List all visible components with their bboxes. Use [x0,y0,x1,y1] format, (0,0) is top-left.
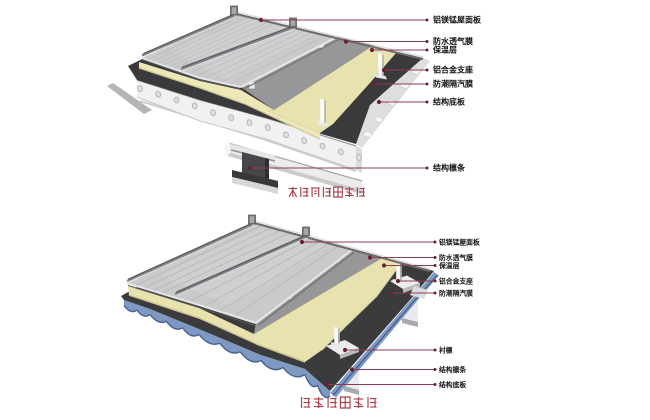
svg-text:铝合金支座: 铝合金支座 [433,64,473,74]
svg-text:保温层: 保温层 [438,261,460,270]
svg-text:结构檩条: 结构檩条 [439,365,466,374]
svg-text:结构檩条: 结构檩条 [433,162,466,172]
svg-text:防水透气膜: 防水透气膜 [433,36,473,46]
svg-text:铝镁锰屋面板: 铝镁锰屋面板 [433,14,482,24]
svg-text:保温层: 保温层 [432,44,457,54]
svg-text:结构底板: 结构底板 [439,380,466,389]
svg-text:防潮隔汽膜: 防潮隔汽膜 [433,78,473,88]
svg-text:铝镁锰屋面板: 铝镁锰屋面板 [439,237,480,246]
svg-text:结构底板: 结构底板 [433,96,466,106]
svg-text:防水透气膜: 防水透气膜 [439,253,473,262]
svg-text:铝合金支座: 铝合金支座 [439,276,473,285]
svg-text:防潮隔汽膜: 防潮隔汽膜 [439,288,473,297]
svg-text:衬檩: 衬檩 [439,345,453,354]
